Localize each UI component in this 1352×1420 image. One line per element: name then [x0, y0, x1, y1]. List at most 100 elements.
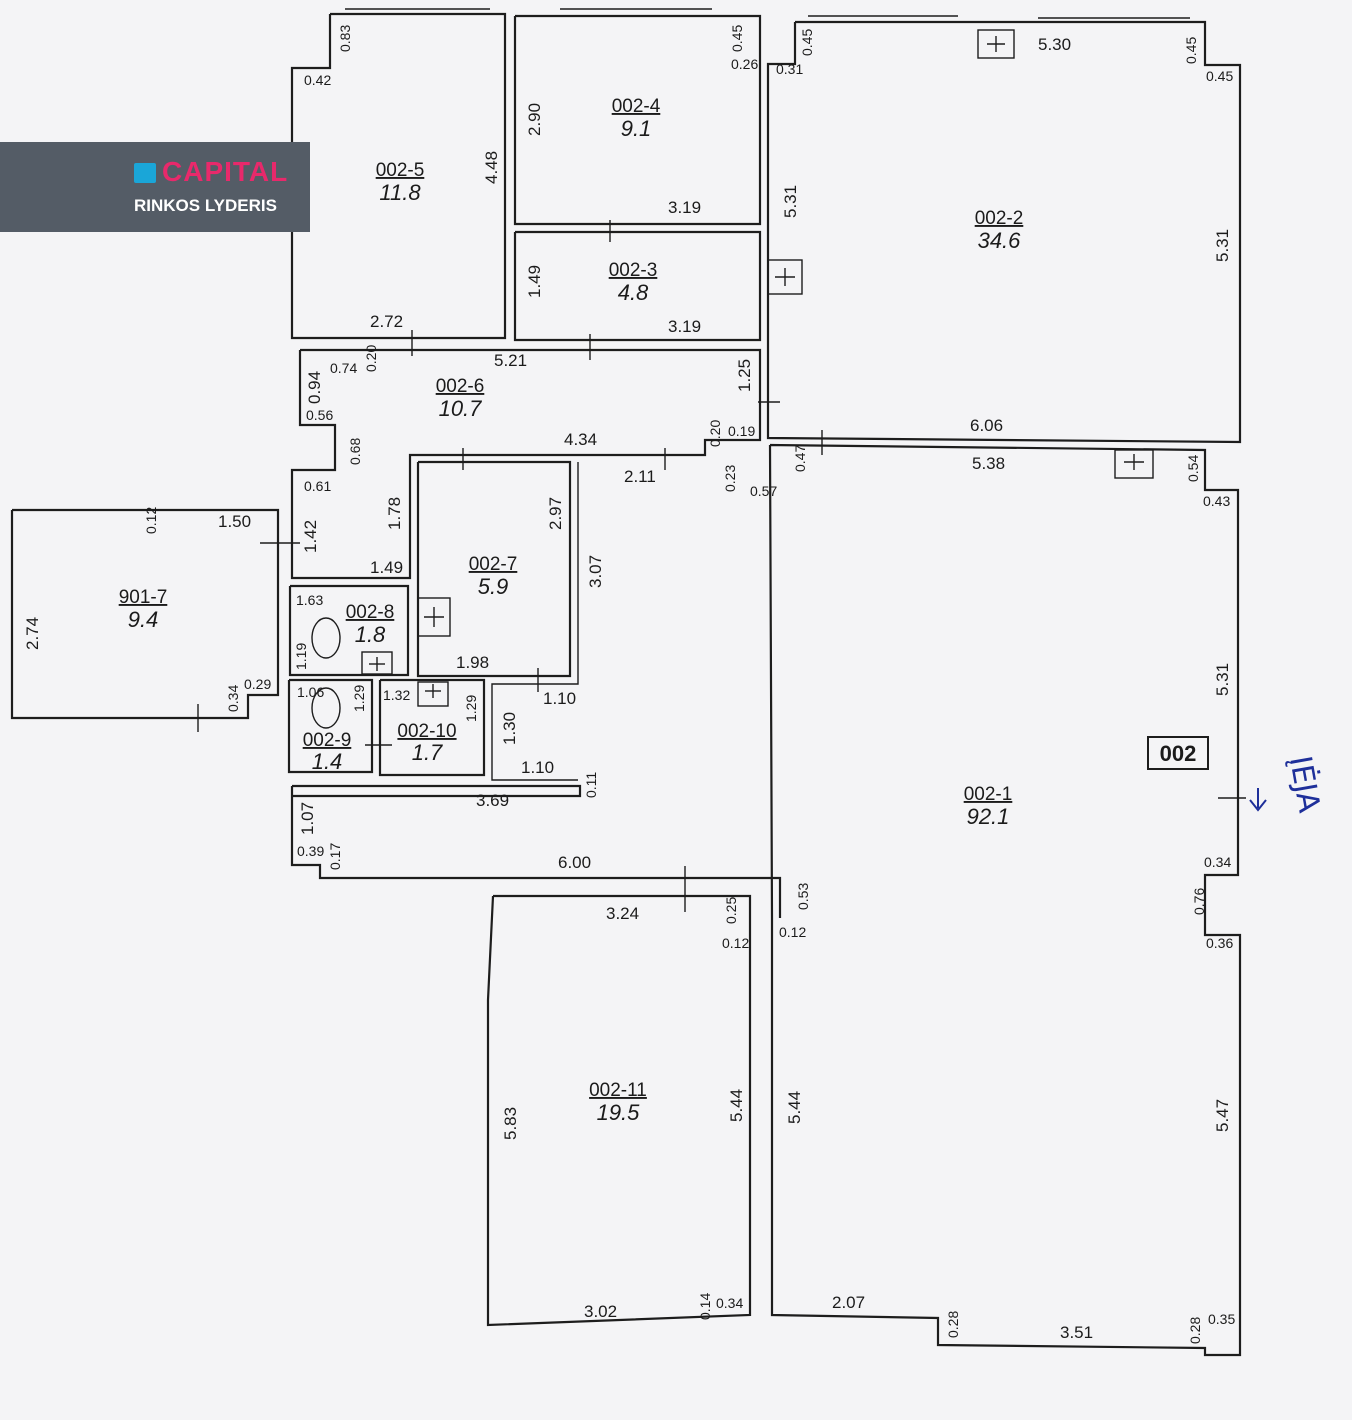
dimension-label: 2.97: [546, 497, 565, 530]
dimension-label: 0.94: [305, 371, 324, 404]
dimension-label: 1.06: [297, 684, 324, 700]
dimension-label: 0.29: [244, 676, 271, 692]
dimension-label: 0.14: [697, 1293, 713, 1320]
room-id: 002-6: [436, 376, 485, 397]
room-id: 002-11: [589, 1080, 647, 1101]
dimension-label: 2.11: [624, 467, 656, 486]
vent-icon: [361, 651, 393, 675]
dimension-label: 0.43: [1203, 493, 1230, 509]
dimension-label: 3.19: [668, 317, 701, 336]
dimension-label: 0.34: [225, 685, 241, 712]
dimension-label: 0.20: [707, 420, 723, 447]
dimension-label: 0.20: [363, 345, 379, 372]
dimension-label: 6.06: [970, 416, 1003, 435]
dimension-label: 0.39: [297, 843, 324, 859]
dimension-label: 0.45: [799, 29, 815, 56]
dimension-label: 0.19: [728, 423, 755, 439]
dimension-label: 1.07: [298, 802, 317, 835]
dimension-label: 0.68: [347, 438, 363, 465]
dimension-label: 0.56: [306, 407, 333, 423]
dimension-label: 0.74: [330, 360, 357, 376]
dimension-label: 0.12: [722, 935, 749, 951]
logo-brand: CAPITAL: [162, 156, 289, 187]
room-area: 5.9: [478, 574, 509, 599]
dimension-label: 2.07: [832, 1293, 865, 1312]
dimension-label: 0.53: [795, 883, 811, 910]
room-labels: 002-1 92.1 002-2 34.6 002-3 4.8 002-4 9.…: [119, 96, 1024, 1125]
dimension-label: 5.38: [972, 454, 1005, 473]
unit-label-box: [1147, 736, 1209, 770]
room-id: 002-9: [303, 730, 352, 751]
dimension-label: 4.34: [564, 430, 597, 449]
dimension-label: 1.30: [500, 712, 519, 745]
dimension-label: 0.11: [583, 772, 599, 798]
room-id: 002-5: [376, 160, 425, 181]
company-logo: CAPITAL RINKOS LYDERIS: [0, 142, 310, 232]
dimension-label: 0.57: [750, 483, 777, 499]
room-area: 1.8: [355, 622, 386, 647]
room-id: 002-8: [346, 602, 395, 623]
dimension-label: 0.83: [337, 25, 353, 52]
dimension-label: 1.10: [543, 689, 576, 708]
dimension-label: 5.44: [785, 1091, 804, 1124]
dimension-label: 0.45: [1183, 37, 1199, 64]
fixtures: [197, 8, 1246, 912]
dimension-label: 5.31: [1213, 229, 1232, 262]
room-id: 002-10: [397, 721, 456, 742]
vent-icon: [1114, 449, 1154, 479]
room-area: 9.4: [128, 607, 159, 632]
room-area: 11.8: [379, 180, 421, 205]
vent-icon: [417, 597, 451, 637]
dimension-label: 0.36: [1206, 935, 1233, 951]
dimension-label: 2.90: [525, 103, 544, 136]
dimension-label: 3.24: [606, 904, 639, 923]
dimension-label: 5.31: [1213, 663, 1232, 696]
dimension-label: 3.07: [586, 555, 605, 588]
dimension-label: 1.32: [383, 687, 410, 703]
dimension-label: 1.29: [463, 695, 479, 722]
dimension-label: 5.31: [781, 185, 800, 218]
dimension-label: 1.63: [296, 592, 323, 608]
dimension-label: 1.19: [293, 643, 309, 670]
dimension-label: 1.10: [521, 758, 554, 777]
dimension-label: 0.45: [1206, 68, 1233, 84]
room-id: 002-3: [609, 260, 658, 281]
dimension-label: 3.69: [476, 791, 509, 810]
toilet-icon: [311, 617, 341, 659]
vent-icon: [417, 681, 449, 707]
room-area: 10.7: [439, 396, 483, 421]
unit-label: 002: [1160, 741, 1197, 766]
dimension-label: 0.12: [143, 507, 159, 534]
toilet-icon: [311, 687, 341, 729]
dimension-label: 5.47: [1213, 1099, 1232, 1132]
dimension-label: 5.21: [494, 351, 527, 370]
dimension-label: 6.00: [558, 853, 591, 872]
room-area: 92.1: [967, 804, 1010, 829]
dimension-label: 5.83: [501, 1107, 520, 1140]
vent-icon: [767, 259, 803, 295]
room-area: 9.1: [621, 116, 652, 141]
dimension-label: 2.74: [23, 617, 42, 650]
dimension-label: 0.34: [1204, 854, 1231, 870]
dimension-label: 1.78: [385, 497, 404, 530]
dimension-label: 2.72: [370, 312, 403, 331]
dimension-label: 0.17: [327, 843, 343, 870]
dimension-label: 3.02: [584, 1302, 617, 1321]
room-area: 4.8: [618, 280, 649, 305]
dimension-label: 4.48: [482, 151, 501, 184]
dimension-label: 0.47: [792, 445, 808, 472]
room-area: 1.4: [312, 749, 343, 774]
dimension-label: 1.98: [456, 653, 489, 672]
dimension-label: 0.28: [945, 1311, 961, 1338]
room-id: 901-7: [119, 587, 168, 608]
dimension-label: 1.25: [735, 359, 754, 392]
dimension-label: 5.30: [1038, 35, 1071, 54]
dimension-label: 0.76: [1191, 888, 1207, 915]
dimension-labels: 0.83 0.42 4.48 2.72 0.45 0.26 2.90 3.19 …: [23, 25, 1235, 1344]
dimension-label: 0.61: [304, 478, 331, 494]
dimension-label: 1.50: [218, 512, 251, 531]
dimension-label: 5.44: [727, 1089, 746, 1122]
arrow-down-icon: [1249, 788, 1267, 812]
dimension-label: 0.23: [722, 465, 738, 492]
